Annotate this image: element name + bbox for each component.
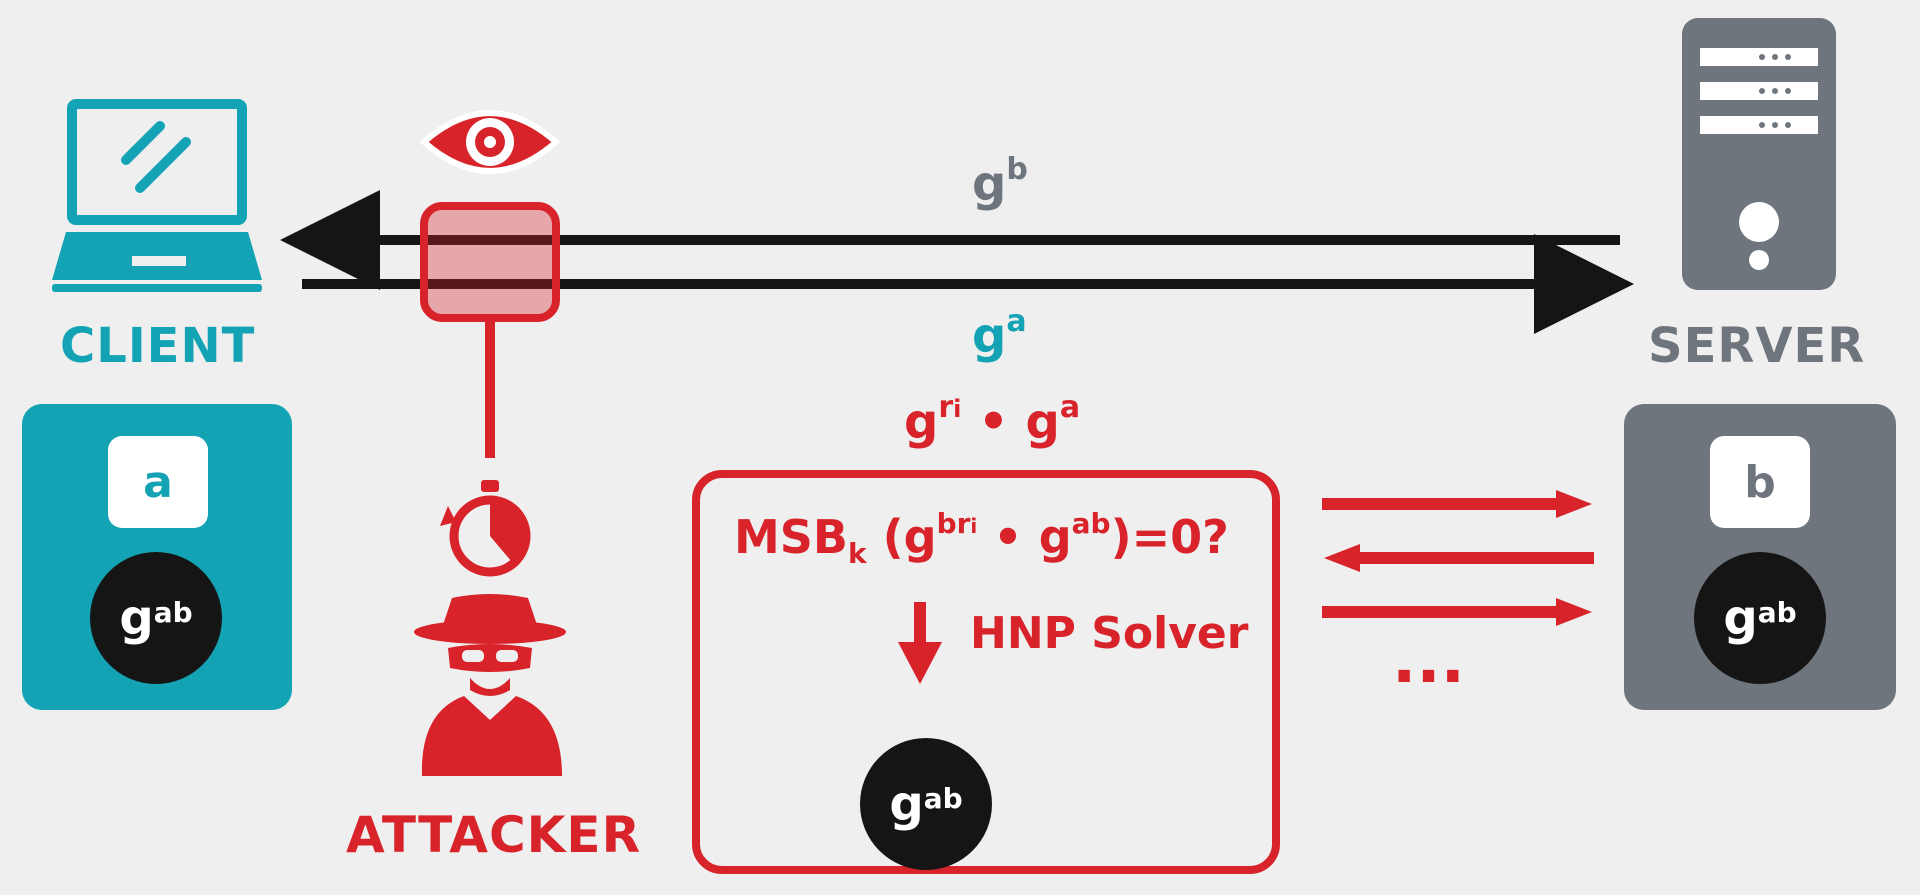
down-arrow-icon [898,602,942,684]
message-client-to-server: ga [972,304,1027,364]
spy-icon [414,594,566,776]
client-private-key: a [108,436,208,528]
msg-exp: a [1059,390,1081,425]
dot-operator: • [978,394,1009,450]
secret-exp: ab [153,595,193,629]
msb-exp-sub: i [970,513,978,538]
injected-message: gri • ga [904,390,1080,450]
msb-dot: • g [977,510,1072,564]
ellipsis: ... [1392,624,1465,698]
msb-oracle-condition: MSBk (gbri • gab)=0? [734,506,1229,570]
secret-base: g [889,776,924,832]
msg-exp-sub: i [953,395,962,423]
server-label: SERVER [1648,318,1866,374]
msb-exp2: ab [1071,506,1111,540]
server-icon [1682,18,1836,290]
client-label: CLIENT [60,318,256,374]
hnp-solver-label: HNP Solver [970,608,1249,659]
msg-base: g [1025,394,1060,450]
interception-box [420,202,560,322]
msg-exp: a [1006,304,1027,339]
msb-k: k [847,537,867,570]
secret-base: g [1723,590,1758,646]
msg-exp: b [1006,152,1028,187]
secret-exp: ab [923,781,963,815]
msg-exp: r [938,390,954,425]
msb-close: )=0? [1110,510,1229,564]
msg-base: g [904,394,939,450]
msg-base: g [972,308,1007,364]
msb-open: (g [866,510,937,564]
secret-base: g [119,590,154,646]
attacker-label: ATTACKER [346,806,642,864]
msg-base: g [972,156,1007,212]
eye-icon [419,110,561,174]
secret-exp: ab [1757,595,1797,629]
server-private-key: b [1710,436,1810,528]
laptop-icon [52,99,262,292]
message-server-to-client: gb [972,152,1028,212]
msb-label: MSB [734,510,848,564]
msb-exp: br [936,506,971,540]
oracle-query-arrows [1322,490,1594,626]
stopwatch-icon [435,480,531,577]
